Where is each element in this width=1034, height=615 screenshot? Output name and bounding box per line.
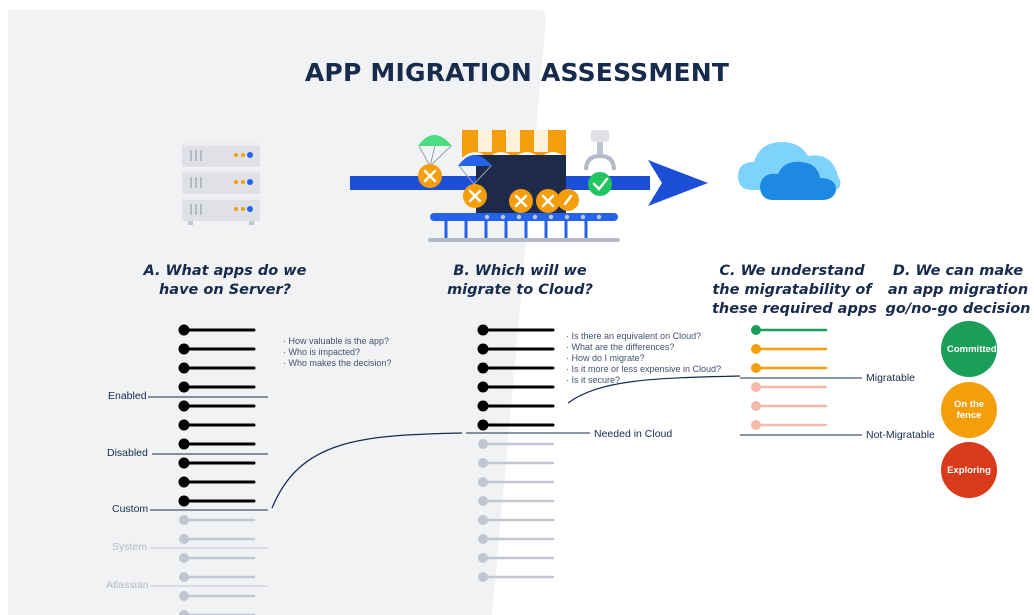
server-apps-list [178, 324, 256, 615]
on-the-fence-badge-label: On the fence [947, 399, 991, 421]
background-panel [8, 10, 546, 615]
enabled-label: Enabled [108, 390, 147, 402]
step-c-line-3: these required apps [712, 301, 877, 317]
app-pin [178, 324, 256, 336]
app-pin [178, 476, 256, 488]
committed-badge: Committed [941, 321, 997, 377]
step-a-heading: A. What apps do we have on Server? [140, 262, 310, 300]
step-c-line-2: the migratability of [712, 282, 872, 298]
app-pin [179, 553, 256, 563]
on-the-fence-badge: On the fence [941, 382, 997, 438]
custom-to-cloud-connector [271, 432, 463, 509]
cloud-questions-list: Is there an equivalent on Cloud? What ar… [566, 331, 722, 386]
app-pin [478, 477, 555, 487]
page-title: APP MIGRATION ASSESSMENT [304, 58, 730, 87]
app-pin [178, 343, 256, 355]
app-pin [179, 515, 256, 525]
step-d-line-2: an app migration [887, 282, 1029, 298]
exploring-badge: Exploring [941, 442, 997, 498]
app-pin [751, 325, 828, 335]
app-pin [179, 572, 256, 582]
step-a-line-1: A. What apps do we [143, 263, 307, 279]
app-pin [179, 610, 256, 615]
step-d-heading: D. We can make an app migration go/no-go… [884, 262, 1032, 319]
app-pin [477, 400, 555, 412]
cloud-question: Is it more or less expensive in Cloud? [566, 364, 722, 375]
step-b-line-1: B. Which will we [453, 263, 587, 279]
conveyor-machine-icon [428, 130, 620, 242]
app-pin [178, 381, 256, 393]
cloud-question: Is it secure? [566, 375, 721, 386]
app-pin [178, 362, 256, 374]
app-pin [179, 534, 256, 544]
server-question: Who is impacted? [283, 347, 392, 358]
app-pin [751, 363, 828, 373]
app-pin [751, 420, 828, 430]
needed-in-cloud-label: Needed in Cloud [594, 428, 673, 440]
app-pin [178, 495, 256, 507]
app-pin [179, 591, 256, 601]
app-pin [751, 344, 828, 354]
app-pin [478, 534, 555, 544]
cloud-icon [738, 142, 841, 200]
migratable-label: Migratable [866, 372, 916, 384]
on-the-fence-line-1: On the [953, 399, 985, 410]
app-pin [751, 401, 828, 411]
disabled-label: Disabled [107, 447, 148, 459]
atlassian-label: Atlassian [106, 579, 149, 591]
cloud-question: Is there an equivalent on Cloud? [566, 331, 721, 342]
app-pin [478, 572, 555, 582]
app-pin [477, 381, 555, 393]
app-pin [477, 362, 555, 374]
server-question: How valuable is the app? [283, 336, 392, 347]
step-a-line-2: have on Server? [158, 282, 292, 298]
exploring-badge-label: Exploring [947, 464, 991, 476]
app-pin [178, 438, 256, 450]
server-questions-list: How valuable is the app? Who is impacted… [283, 336, 392, 369]
app-pin [477, 419, 555, 431]
on-the-fence-line-2: fence [956, 410, 982, 421]
app-pin [478, 496, 555, 506]
server-icon [182, 143, 260, 225]
app-pin [478, 458, 555, 468]
step-c-line-1: C. We understand [719, 263, 865, 279]
committed-badge-label: Committed [947, 343, 997, 355]
app-pin [751, 382, 828, 392]
app-pin [478, 515, 555, 525]
app-pin [478, 553, 555, 563]
cloud-question: What are the differences? [566, 342, 721, 353]
step-d-line-1: D. We can make [892, 263, 1024, 279]
app-pin [178, 457, 256, 469]
app-pin [478, 439, 555, 449]
not-migratable-label: Not-Migratable [866, 429, 935, 441]
system-label: System [112, 541, 148, 553]
cloud-apps-list [477, 324, 555, 582]
step-b-heading: B. Which will we migrate to Cloud? [440, 262, 600, 300]
app-pin [477, 343, 555, 355]
server-question: Who makes the decision? [283, 358, 392, 369]
app-pin [178, 400, 256, 412]
step-c-heading: C. We understand the migratability of th… [712, 262, 877, 319]
step-b-line-2: migrate to Cloud? [447, 282, 593, 298]
separator-lines [148, 377, 862, 511]
app-pin [178, 419, 256, 431]
cloud-question: How do I migrate? [566, 353, 721, 364]
custom-label: Custom [112, 503, 149, 515]
required-apps-list [751, 325, 828, 430]
app-pin [477, 324, 555, 336]
parachute-icon [418, 135, 492, 188]
step-d-line-3: go/no-go decision [885, 301, 1031, 317]
robot-claw-icon [584, 130, 616, 196]
